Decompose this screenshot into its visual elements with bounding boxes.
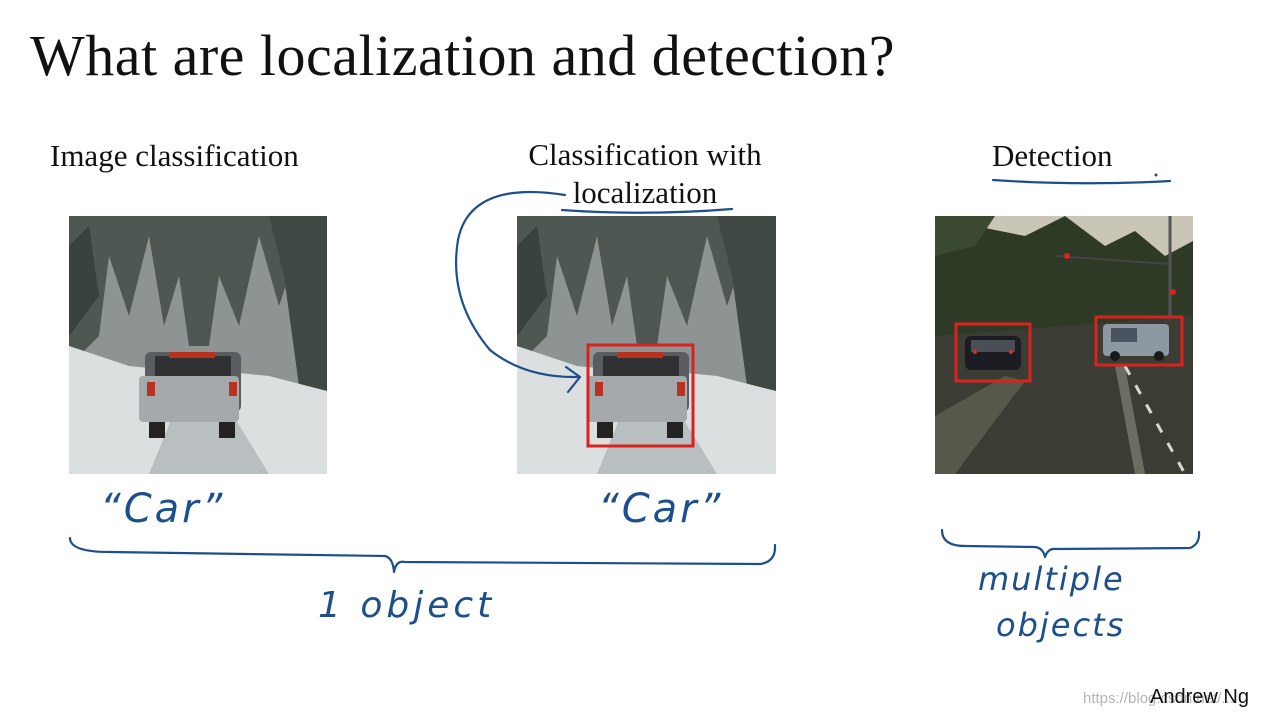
brace-one-object (68, 536, 777, 574)
underline-detection (991, 178, 1172, 185)
photo-street-detection (935, 216, 1193, 474)
photo-car-classification (69, 216, 327, 474)
author-name: Andrew Ng (1150, 686, 1249, 708)
label-image-classification: Image classification (50, 138, 299, 173)
handwritten-multiple: multiple (978, 560, 1125, 598)
photo-car-localization (517, 216, 776, 474)
handwritten-car-label-1: “Car” (100, 486, 226, 532)
handwritten-objects: objects (996, 606, 1126, 644)
label-classification-with-localization: Classification with localization (495, 136, 795, 212)
bounding-box-car-1 (954, 322, 1032, 383)
label-line-2: localization (572, 175, 718, 210)
handwritten-one-object: 1 object (318, 585, 496, 626)
label-line-1: Classification with (528, 137, 762, 172)
watermark: https://blog.csdn.net/... (1083, 690, 1234, 707)
handwritten-car-label-2: “Car” (598, 486, 724, 532)
slide-title: What are localization and detection? (30, 23, 896, 88)
brace-multiple-objects (940, 528, 1201, 559)
label-detection: Detection (992, 138, 1113, 173)
bounding-box-car-2 (1094, 315, 1184, 367)
bounding-box (586, 343, 695, 448)
